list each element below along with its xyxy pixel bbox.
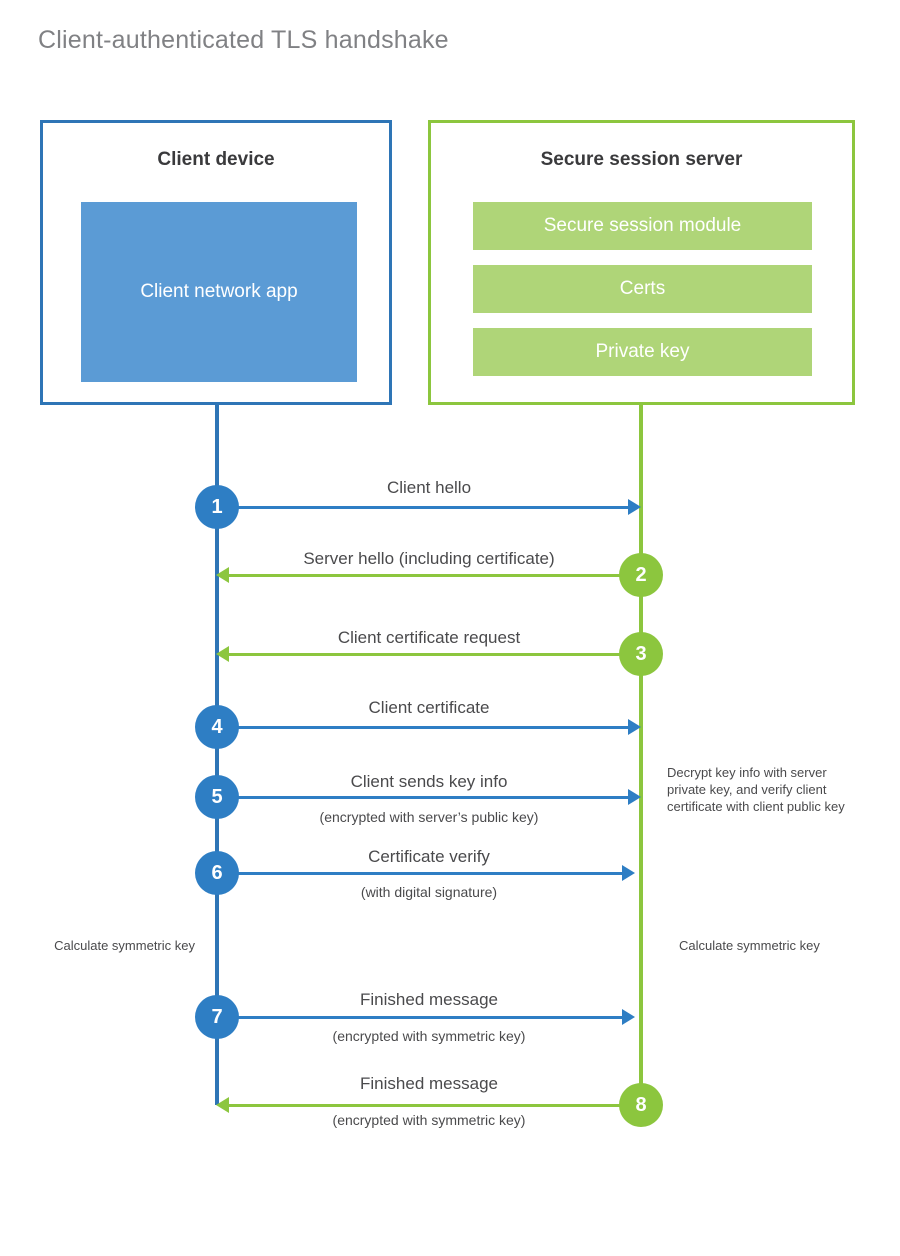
step-6-label: Certificate verify [368,847,490,866]
step-1-arrow-line [217,506,632,509]
secure-session-module-block: Secure session module [473,202,812,250]
step-6-arrow-line [217,872,632,875]
step-2-circle: 2 [619,553,663,597]
client-device-box: Client device Client network app [40,120,392,405]
step-2-arrowhead-icon [216,567,229,583]
step-5-label: Client sends key info [350,772,508,791]
step-6-arrowhead-icon [622,865,635,881]
step-5-circle: 5 [195,775,239,819]
step-6-circle: 6 [195,851,239,895]
certs-block: Certs [473,265,812,313]
step-8-sublabel: (encrypted with symmetric key) [332,1112,526,1128]
step-8-arrow-line [228,1104,641,1107]
step-2-arrow-line [228,574,641,577]
step-4-arrowhead-icon [628,719,641,735]
step-4-arrow-line [217,726,632,729]
step-7-arrow-line [217,1016,626,1019]
step-1-circle: 1 [195,485,239,529]
server-decrypt-note: Decrypt key info with server private key… [667,765,845,814]
step-1-arrowhead-icon [628,499,641,515]
client-lifeline [215,405,219,1105]
step-5-arrow-line [217,796,632,799]
step-7-circle: 7 [195,995,239,1039]
step-1-number: 1 [211,495,223,518]
client-calculate-symmetric-key-note: Calculate symmetric key [54,938,195,953]
step-4-circle: 4 [195,705,239,749]
step-7-sublabel: (encrypted with symmetric key) [332,1028,526,1044]
step-3-number: 3 [635,642,647,665]
step-8-arrowhead-icon [216,1097,229,1113]
step-3-circle: 3 [619,632,663,676]
client-network-app-block: Client network app [81,202,357,382]
step-2-number: 2 [635,563,647,586]
step-1-label: Client hello [386,478,472,497]
step-8-circle: 8 [619,1083,663,1127]
step-5-number: 5 [211,785,223,808]
step-2-label: Server hello (including certificate) [303,549,555,568]
step-4-number: 4 [211,715,223,738]
step-8-label: Finished message [360,1074,498,1093]
server-lifeline [639,405,643,1105]
step-7-arrowhead-icon [622,1009,635,1025]
step-7-label: Finished message [360,990,498,1009]
step-5-sublabel: (encrypted with server’s public key) [319,809,539,825]
step-3-label: Client certificate request [337,628,521,647]
private-key-block: Private key [473,328,812,376]
secure-session-server-box: Secure session server Secure session mod… [428,120,855,405]
step-3-arrowhead-icon [216,646,229,662]
step-6-sublabel: (with digital signature) [360,884,498,900]
server-calculate-symmetric-key-note: Calculate symmetric key [679,938,820,953]
step-8-number: 8 [635,1093,647,1116]
step-5-arrowhead-icon [628,789,641,805]
step-7-number: 7 [211,1005,223,1028]
step-6-number: 6 [211,861,223,884]
secure-session-server-title: Secure session server [540,149,743,170]
page-title: Client-authenticated TLS handshake [38,26,449,54]
client-device-title: Client device [157,149,275,170]
step-4-label: Client certificate [368,698,490,717]
step-3-arrow-line [228,653,641,656]
